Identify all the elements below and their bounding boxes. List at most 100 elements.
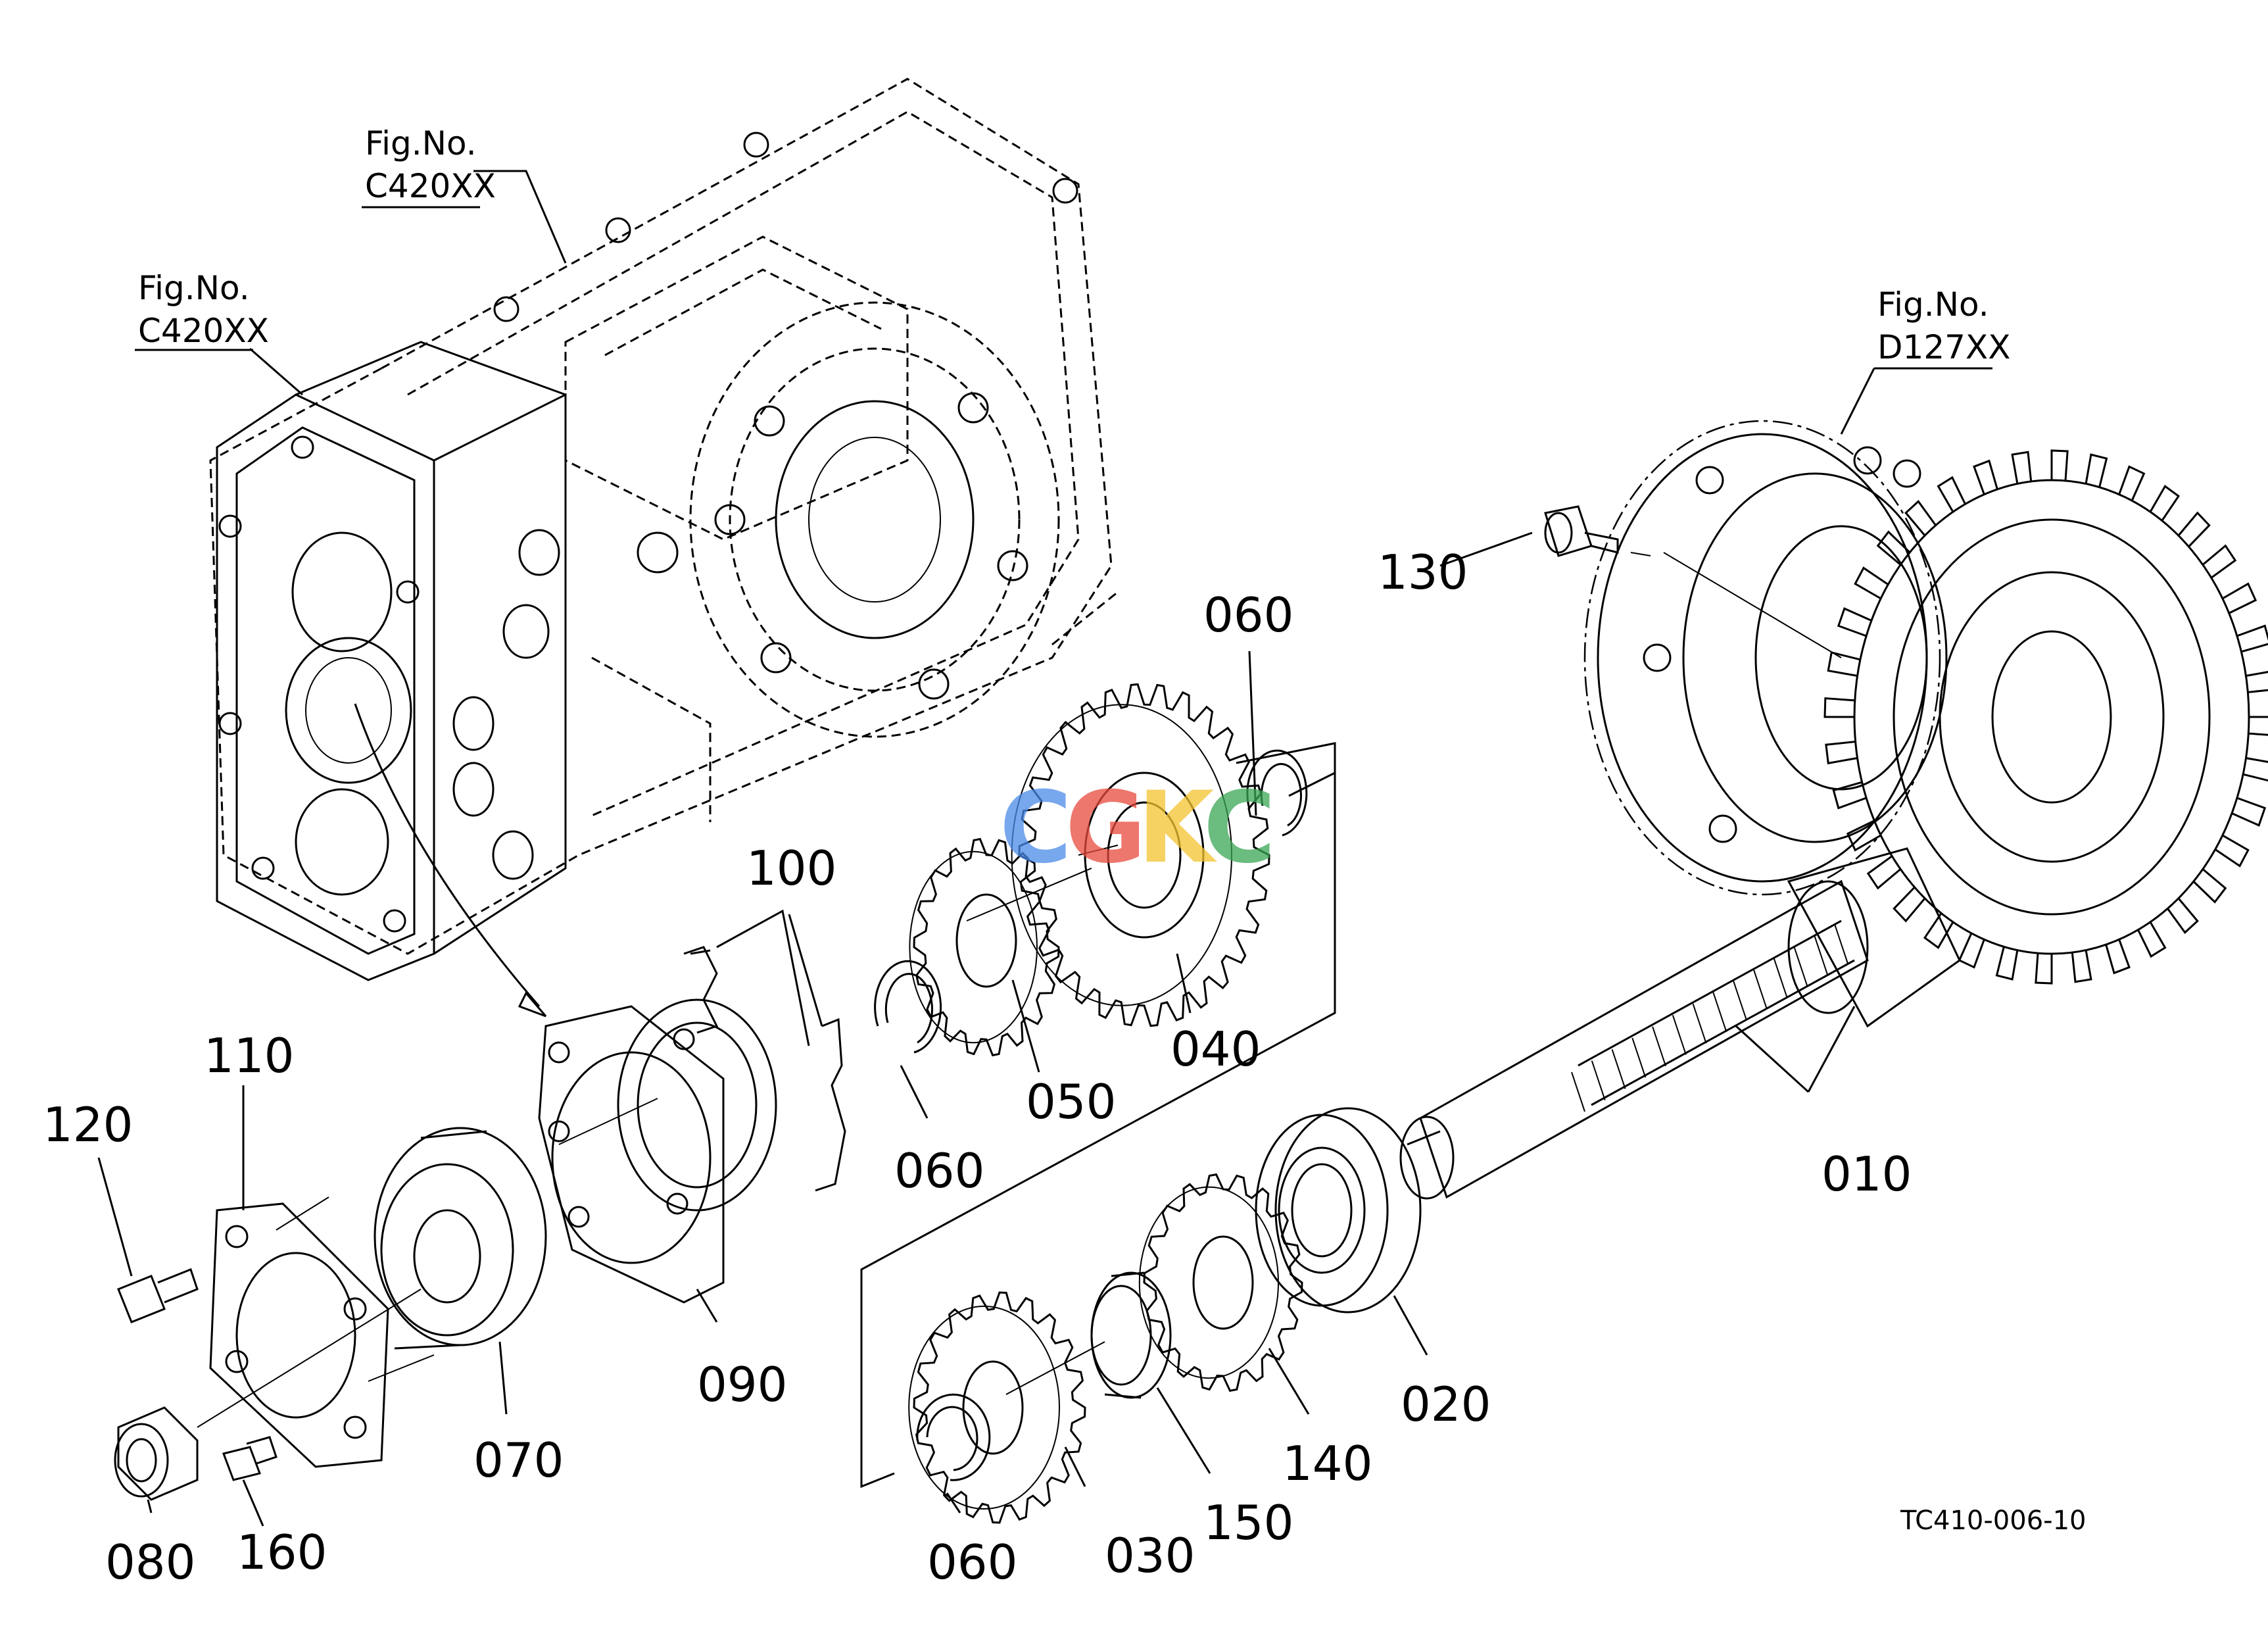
- ring-gear-tooth: [2202, 544, 2237, 579]
- shaft-spline: [1672, 1015, 1687, 1055]
- part-label-140: 140: [1282, 1436, 1372, 1491]
- cover-plate-110: [209, 1202, 389, 1468]
- gear-face: [908, 1306, 1060, 1510]
- part-label-070: 070: [473, 1433, 564, 1488]
- part-label-130: 130: [1378, 545, 1468, 600]
- part-label-120: 120: [43, 1097, 133, 1152]
- watermark-logo: C G K C: [1000, 771, 1276, 885]
- ring-gear-tooth: [2085, 453, 2108, 488]
- ring-gear-tooth: [1832, 781, 1867, 810]
- part-label-060-top: 060: [1203, 587, 1293, 643]
- bearing-070: [374, 1127, 547, 1350]
- part-label-010: 010: [1822, 1146, 1912, 1202]
- ring-gear-tooth: [2177, 511, 2211, 548]
- watermark-letter-4: C: [1203, 771, 1276, 885]
- collar-150: [1090, 1271, 1172, 1399]
- bearing-020: [1255, 1107, 1422, 1314]
- ring-gear-tooth: [2050, 449, 2069, 481]
- fig-ref-label: Fig.No.: [1877, 285, 1989, 324]
- gear-outline: [913, 837, 1060, 1057]
- part-label-110: 110: [204, 1028, 294, 1083]
- shaft-spline: [1793, 946, 1808, 987]
- ring-gear-tooth: [2167, 897, 2199, 934]
- ring-gear-tooth: [1827, 651, 1861, 677]
- shaft-spline: [1733, 981, 1748, 1021]
- ring-gear-tooth: [2231, 797, 2267, 827]
- watermark-letter-1: C: [1000, 771, 1072, 885]
- gear-face: [1011, 704, 1233, 1006]
- leader-lines: [97, 170, 1875, 1527]
- fig-ref-label: Fig.No.: [365, 124, 477, 162]
- ring-gear-tooth: [1923, 912, 1954, 949]
- ring-gear-tooth: [1823, 697, 1855, 718]
- gear-outline: [913, 1291, 1086, 1524]
- gear-outline: [1018, 683, 1270, 1027]
- ring-gear-tooth: [1837, 607, 1872, 637]
- snap-ring-060-bottom: [916, 1393, 991, 1481]
- pinion-shaft: [1399, 847, 1961, 1200]
- ring-gear-tooth: [2214, 834, 2250, 868]
- ring-gear-tooth: [2246, 671, 2268, 693]
- plug-160: [222, 1436, 277, 1481]
- ring-gear-tooth: [2242, 757, 2268, 782]
- part-label-080: 080: [105, 1535, 195, 1590]
- figure-reference-2: Fig.No. C420XX: [135, 269, 269, 351]
- ring-gear-tooth: [2118, 465, 2146, 501]
- figure-reference-1: Fig.No. C420XX: [362, 124, 496, 209]
- nut-080: [114, 1406, 199, 1501]
- part-label-030: 030: [1105, 1528, 1195, 1583]
- shaft-spline: [1692, 1003, 1707, 1044]
- ring-gear-tooth: [1904, 500, 1937, 537]
- retainer-100: [683, 946, 846, 1192]
- bolt-120: [117, 1268, 199, 1323]
- snap-ring-060-middle: [874, 960, 942, 1054]
- ring-gear-tooth: [1846, 820, 1881, 852]
- shaft-spline: [1712, 992, 1727, 1033]
- ring-gear-tooth: [1958, 933, 1985, 969]
- ring-gear-tooth: [1973, 459, 1998, 495]
- gear-040: [1011, 683, 1270, 1027]
- part-label-050: 050: [1026, 1074, 1116, 1129]
- transmission-case: [209, 78, 1119, 1018]
- shaft-spline: [1834, 923, 1848, 964]
- part-label-090: 090: [697, 1357, 787, 1412]
- ring-gear-tooth: [2071, 950, 2092, 983]
- gear-140: [1138, 1173, 1303, 1392]
- watermark-letter-3: K: [1138, 771, 1217, 885]
- snap-ring-060-top: [1246, 749, 1308, 837]
- shaft-spline: [1814, 935, 1829, 975]
- ring-gear-tooth: [2248, 716, 2268, 736]
- fig-ref-code: D127XX: [1877, 328, 2010, 366]
- fig-ref-label: Fig.No.: [138, 269, 250, 307]
- ring-gear-tooth: [2149, 485, 2181, 522]
- figure-reference-3: Fig.No. D127XX: [1874, 285, 2010, 370]
- ring-gear-tooth: [1825, 741, 1858, 765]
- ring-gear-tooth: [1866, 855, 1902, 890]
- part-label-060-middle: 060: [894, 1143, 984, 1198]
- part-label-020: 020: [1401, 1377, 1491, 1432]
- bearing-holder-090: [538, 998, 777, 1304]
- ring-gear-tooth: [1995, 946, 2019, 981]
- part-label-060-bottom: 060: [927, 1535, 1017, 1590]
- ring-gear-tooth: [2035, 953, 2053, 985]
- fig-ref-code: C420XX: [138, 312, 269, 350]
- shaft-spline: [1752, 969, 1768, 1010]
- shaft-spline: [1611, 1049, 1626, 1089]
- ring-gear-tooth: [1876, 530, 1911, 566]
- diagram-code: TC410-006-10: [1900, 1506, 2086, 1536]
- part-label-160: 160: [237, 1525, 327, 1580]
- watermark-letter-2: G: [1065, 771, 1146, 885]
- fig-ref-code: C420XX: [365, 167, 496, 205]
- gear-030: [908, 1291, 1086, 1524]
- ring-gear-tooth: [2192, 868, 2227, 904]
- ring-gear-tooth: [2236, 624, 2268, 653]
- ring-gear-tooth: [2137, 922, 2167, 958]
- gear-outline: [1143, 1173, 1303, 1392]
- ring-gear-tooth: [1854, 566, 1889, 600]
- ring-gear-tooth: [2222, 582, 2257, 614]
- part-label-150: 150: [1203, 1495, 1293, 1550]
- part-label-040: 040: [1170, 1021, 1261, 1077]
- part-labels: 010 020 030 040 050 060 060 060 070 080 …: [43, 545, 1912, 1590]
- shaft-spline: [1591, 1060, 1606, 1101]
- shaft-spline: [1652, 1026, 1667, 1067]
